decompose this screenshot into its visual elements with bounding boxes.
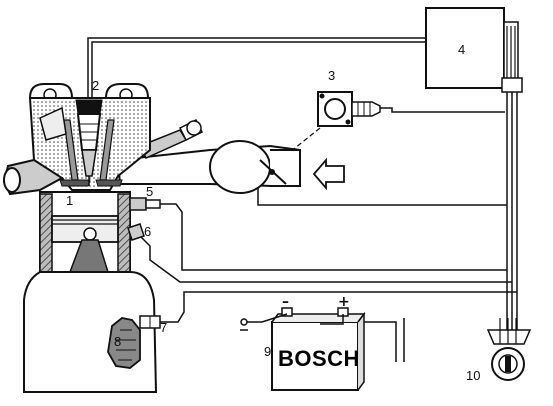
fuel-injector [138,118,204,159]
ecu-unit [425,7,523,93]
ignition-switch [486,318,532,381]
battery-plus-sign: + [338,294,350,310]
battery: BOSCH – + [240,294,366,391]
label-10: 10 [466,368,480,383]
intake-manifold [116,140,301,194]
label-9: 9 [264,344,271,359]
crankshaft-sensor [139,315,161,329]
flywheel-gear [107,317,141,369]
knock-sensor [127,223,145,241]
label-6: 6 [144,224,151,239]
label-4: 4 [458,42,465,57]
label-2: 2 [92,78,99,93]
ignition-coil [75,99,103,186]
battery-brand-text: BOSCH [278,346,360,371]
battery-minus-sign: – [282,294,289,310]
label-1: 1 [66,193,73,208]
label-5: 5 [146,184,153,199]
coolant-temp-sensor [129,197,161,211]
label-8: 8 [114,334,121,349]
callout-labels: 1 2 3 4 5 6 7 8 9 10 [66,42,480,383]
label-7: 7 [160,320,167,335]
label-3: 3 [328,68,335,83]
air-inlet-arrow [312,157,345,191]
